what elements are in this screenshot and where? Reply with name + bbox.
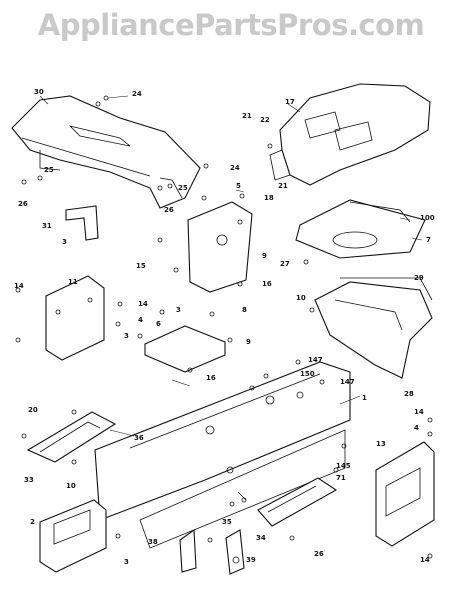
label-39: 39 (246, 556, 256, 564)
label-145: 145 (336, 462, 351, 470)
label-11: 11 (68, 278, 78, 286)
label-150: 150 (300, 370, 315, 378)
right-side-plate (375, 441, 435, 547)
label-10: 10 (296, 294, 306, 302)
right-footrest (257, 477, 338, 527)
label-26: 26 (18, 200, 28, 208)
label-13: 13 (376, 440, 386, 448)
label-147b: 147 (340, 378, 355, 386)
label-2: 2 (30, 518, 35, 526)
label-24: 24 (132, 90, 142, 98)
label-3: 3 (62, 238, 67, 246)
hardware (15, 95, 433, 559)
label-17: 17 (285, 98, 295, 106)
label-5: 5 (236, 182, 241, 190)
label-3b: 3 (176, 306, 181, 314)
label-36: 36 (134, 434, 144, 442)
label-18: 18 (264, 194, 274, 202)
label-14b: 14 (138, 300, 148, 308)
dash-panel (187, 201, 253, 293)
label-20: 20 (28, 406, 38, 414)
label-15: 15 (136, 262, 146, 270)
label-9: 9 (262, 252, 267, 260)
label-26b: 26 (164, 206, 174, 214)
label-10b: 10 (66, 482, 76, 490)
label-147: 147 (308, 356, 323, 364)
label-4: 4 (138, 316, 143, 324)
label-25b: 25 (178, 184, 188, 192)
leader-lines (39, 95, 423, 501)
fender-pan (269, 83, 431, 186)
label-30: 30 (34, 88, 44, 96)
label-38: 38 (148, 538, 158, 546)
label-1: 1 (362, 394, 367, 402)
label-14d: 14 (420, 556, 430, 564)
label-22: 22 (260, 116, 270, 124)
mounting-plate (295, 199, 426, 259)
label-4b: 4 (414, 424, 419, 432)
label-16: 16 (262, 280, 272, 288)
hood-panel (11, 95, 201, 209)
label-34: 34 (256, 534, 266, 542)
label-8: 8 (242, 306, 247, 314)
brackets (179, 528, 245, 575)
label-14c: 14 (414, 408, 424, 416)
label-6: 6 (156, 320, 161, 328)
label-25: 25 (44, 166, 54, 174)
label-35: 35 (222, 518, 232, 526)
label-3c: 3 (124, 332, 129, 340)
label-100: 100 (420, 214, 435, 222)
label-71: 71 (336, 474, 346, 482)
label-24b: 24 (230, 164, 240, 172)
label-21: 21 (242, 112, 252, 120)
label-28: 28 (404, 390, 414, 398)
bracket-plate (144, 325, 226, 373)
label-29: 29 (414, 274, 424, 282)
label-21b: 21 (278, 182, 288, 190)
label-9b: 9 (246, 338, 251, 346)
label-14: 14 (14, 282, 24, 290)
left-console (45, 275, 105, 361)
hood-bracket (65, 205, 99, 241)
label-31: 31 (42, 222, 52, 230)
side-panel (314, 277, 433, 379)
label-3d: 3 (124, 558, 129, 566)
label-7: 7 (426, 236, 431, 244)
part-labels: 30 24 17 21 22 25 26 31 3 24 25 26 5 21 … (14, 88, 435, 566)
left-footrest (26, 411, 117, 463)
label-33: 33 (24, 476, 34, 484)
left-side-plate (39, 499, 107, 573)
label-26c: 26 (314, 550, 324, 558)
label-16b: 16 (206, 374, 216, 382)
label-27: 27 (280, 260, 290, 268)
watermark: AppliancePartsPros.com (37, 8, 425, 42)
